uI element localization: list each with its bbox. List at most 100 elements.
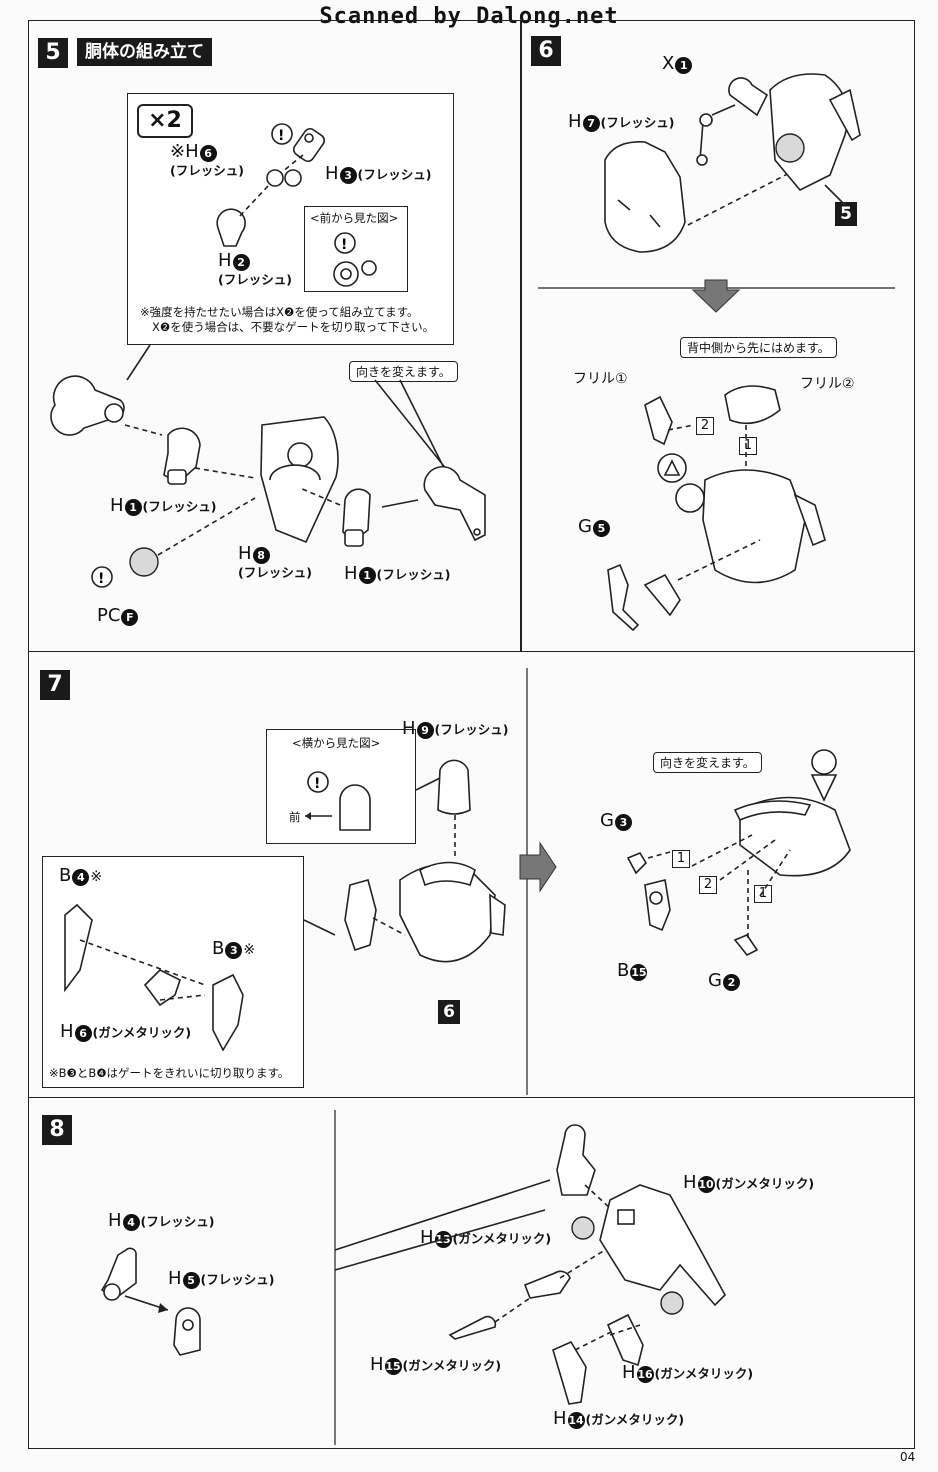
h10-hip-part xyxy=(599,1184,726,1307)
gate-cut-note: ※B❸とB❹はゲートをきれいに切り取ります。 xyxy=(49,1066,290,1080)
h13-part xyxy=(523,1270,571,1299)
h6-gunmetal-part xyxy=(143,969,181,1007)
h3-joint-part xyxy=(292,127,326,163)
h1-left-joint xyxy=(163,427,201,485)
front-view-label: <前から見た図> xyxy=(310,211,399,225)
svg-text:!: ! xyxy=(278,128,284,144)
h14-part xyxy=(552,1340,587,1405)
step6-assembly-part xyxy=(399,861,506,963)
frill1-label: フリル① xyxy=(573,371,628,387)
h7-shell-part xyxy=(604,141,686,253)
h1-left-arm-top xyxy=(50,375,125,436)
step5-assembly-part xyxy=(728,73,861,191)
change-direction-tag-7: 向きを変えます。 xyxy=(653,752,762,773)
side-view-label: <横から見た図> xyxy=(292,736,381,750)
torso-assembly-part xyxy=(675,469,826,584)
b3-part xyxy=(212,973,244,1052)
step5-number: 5 xyxy=(38,38,68,68)
g3-part xyxy=(626,851,648,875)
h1-right-arm-top xyxy=(423,466,486,542)
frill2-part xyxy=(724,385,781,425)
frill-detail-icon xyxy=(657,453,687,483)
side-view-part xyxy=(339,784,371,831)
ref-step5-badge: 5 xyxy=(835,202,857,226)
h6-ball-part xyxy=(266,169,302,187)
down-arrow-icon xyxy=(691,279,741,313)
x1-joint-part xyxy=(696,113,713,166)
back-side-first-tag: 背中側から先にはめます。 xyxy=(680,337,837,358)
h8-torso-part xyxy=(260,416,339,544)
caution-hatched-icon xyxy=(660,1291,684,1315)
b3-b4-callout-box xyxy=(42,856,304,1088)
caution-icon: ! xyxy=(271,123,293,145)
right-arrow-icon xyxy=(519,841,557,893)
svg-text:!: ! xyxy=(341,237,347,253)
x2-badge: ×2 xyxy=(137,104,193,138)
frill1-part xyxy=(644,395,673,446)
scan-watermark: Scanned by Dalong.net xyxy=(319,4,619,29)
h9-head-part xyxy=(437,759,471,815)
h15-part xyxy=(448,1315,497,1340)
order-1-marker: 1 xyxy=(739,437,757,455)
step7-number: 7 xyxy=(40,670,70,700)
step8-panel xyxy=(28,1097,915,1449)
pc-f-sphere xyxy=(129,547,159,577)
b4-part xyxy=(64,903,93,993)
g5-part xyxy=(607,563,681,632)
caution-icon: ! xyxy=(91,566,113,588)
step6-number: 6 xyxy=(531,36,561,66)
h5-joint-part xyxy=(173,1307,201,1356)
h4-joint-part xyxy=(100,1247,137,1301)
svg-text:!: ! xyxy=(98,571,104,587)
b4-shield-part xyxy=(344,879,377,952)
top-joint-part xyxy=(556,1124,596,1196)
x2-note-line2: X❷を使う場合は、不要なゲートを切り取って下さい。 xyxy=(152,320,435,334)
step8-number: 8 xyxy=(42,1115,72,1145)
h1-right-joint xyxy=(342,488,371,547)
b15-part xyxy=(644,879,671,932)
page-number: 04 xyxy=(900,1450,916,1464)
g2-part xyxy=(733,934,759,957)
order-2-marker: 2 xyxy=(699,876,717,894)
caution-icon: ! xyxy=(307,771,329,793)
change-direction-tag: 向きを変えます。 xyxy=(349,361,458,382)
h2-ball-part xyxy=(216,208,246,247)
caution-hatched-icon xyxy=(571,1216,595,1240)
front-view-part xyxy=(333,260,377,287)
h16-part xyxy=(606,1313,644,1367)
order-1-marker-a: 1 xyxy=(672,850,690,868)
order-1-marker-b: 1 xyxy=(754,885,772,903)
step5-title: 胴体の組み立て xyxy=(77,38,212,66)
frill2-label: フリル② xyxy=(800,376,855,392)
ref-step6-badge: 6 xyxy=(438,1000,460,1024)
svg-text:!: ! xyxy=(314,776,320,792)
rotated-assembly-part xyxy=(733,749,851,877)
